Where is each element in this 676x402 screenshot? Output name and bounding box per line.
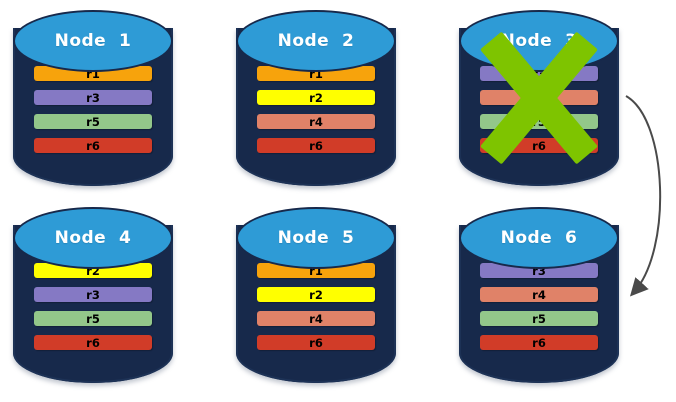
replica-bar[interactable]: r5 (34, 311, 152, 326)
replica-bar[interactable]: r2 (257, 287, 375, 302)
replica-bar[interactable]: r4 (480, 90, 598, 105)
cylinder-top-icon (459, 207, 619, 269)
replica-bar[interactable]: r2 (257, 90, 375, 105)
node-label: Node 5 (277, 228, 355, 248)
replica-bar[interactable]: r6 (480, 138, 598, 153)
node-label: Node 4 (54, 228, 132, 248)
node-label: Node 3 (500, 31, 578, 51)
replica-bar[interactable]: r4 (480, 287, 598, 302)
cylinder-top-icon (236, 10, 396, 72)
cylinder-top-icon (13, 207, 173, 269)
replica-bar[interactable]: r5 (480, 311, 598, 326)
replica-bar[interactable]: r6 (34, 335, 152, 350)
replica-bar[interactable]: r3 (34, 90, 152, 105)
replica-bar[interactable]: r6 (480, 335, 598, 350)
replica-bar[interactable]: r6 (34, 138, 152, 153)
replica-bar[interactable]: r5 (480, 114, 598, 129)
replica-bar[interactable]: r6 (257, 138, 375, 153)
replica-bar[interactable]: r4 (257, 114, 375, 129)
node-label: Node 2 (277, 31, 355, 51)
cylinder-top-icon (13, 10, 173, 72)
node-label: Node 1 (54, 31, 132, 51)
replica-bar[interactable]: r6 (257, 335, 375, 350)
node-label: Node 6 (500, 228, 578, 248)
cylinder-top-icon (236, 207, 396, 269)
replica-bar[interactable]: r4 (257, 311, 375, 326)
replica-bar[interactable]: r3 (34, 287, 152, 302)
replica-bar[interactable]: r5 (34, 114, 152, 129)
